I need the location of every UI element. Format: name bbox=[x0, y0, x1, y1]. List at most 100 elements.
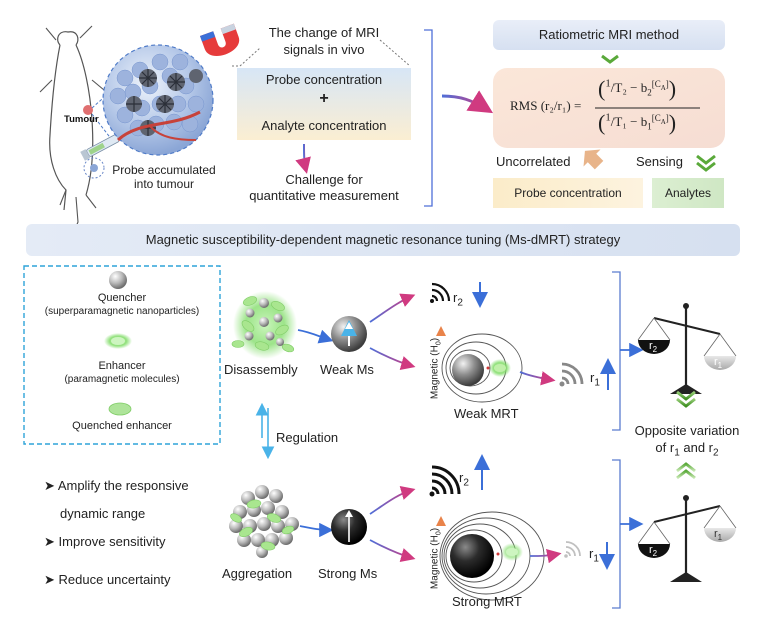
mri-change-heading-line1: The change of MRI bbox=[268, 25, 380, 40]
formula-den-sup: 1 bbox=[605, 111, 611, 124]
legend-enhancer-title: Enhancer bbox=[98, 360, 146, 372]
method-title-box bbox=[493, 20, 725, 50]
opposite-variation-line2: of r1 and r2 bbox=[655, 440, 719, 459]
magnetic-label-strong: Magnetic (H0) bbox=[429, 527, 443, 590]
chevron-down-icon bbox=[601, 54, 619, 64]
formula-num-b-sub: 2 bbox=[647, 87, 652, 98]
formula-num-sub: T₂ bbox=[614, 79, 627, 95]
opposite-variation-caption: Opposite variation of r1 and r2 bbox=[626, 422, 748, 462]
disassembly-cluster bbox=[231, 291, 297, 359]
legend-box bbox=[23, 265, 221, 445]
r1-label-weak: r1 bbox=[590, 370, 600, 389]
formula-num-b-sup-sub: A bbox=[660, 83, 666, 92]
formula-numerator: (1/T₂ − b2[CA]) bbox=[598, 76, 677, 101]
challenge-caption-line2: quantitative measurement bbox=[249, 188, 399, 203]
formula-den-b-sup: [C bbox=[651, 112, 661, 123]
balance-scale-lower-icon bbox=[637, 495, 737, 582]
method-title: Ratiometric MRI method bbox=[538, 27, 680, 42]
accumulated-caption-line2: into tumour bbox=[133, 177, 195, 191]
upper-bracket bbox=[612, 271, 621, 431]
legend-quencher-title: Quencher bbox=[97, 292, 147, 304]
benefits-list: ➤ Amplify the responsive dynamic range ➤… bbox=[44, 472, 189, 594]
disassembly-label: Disassembly bbox=[224, 362, 298, 377]
benefit-item: ➤ Amplify the responsive bbox=[44, 478, 189, 493]
legend-enhancer-desc: (paramagnetic molecules) bbox=[64, 374, 180, 385]
magnetic-label-weak: Magnetic (H0) bbox=[429, 337, 443, 400]
weak-mrt-sphere bbox=[452, 354, 484, 386]
regulation-label: Regulation bbox=[276, 430, 339, 445]
benefit-item: ➤ Improve sensitivity bbox=[44, 534, 166, 549]
challenge-caption-line1: Challenge for bbox=[285, 172, 363, 187]
analytes-label: Analytes bbox=[664, 186, 712, 200]
plus-sign: + bbox=[319, 90, 329, 107]
r2-signal-strong-icon bbox=[431, 465, 461, 495]
formula-num-sup: 1 bbox=[605, 77, 611, 90]
signal-factor-box bbox=[237, 68, 411, 140]
uncorrelated-label: Uncorrelated bbox=[496, 154, 571, 169]
balance-upper-r2: r2 bbox=[649, 340, 658, 355]
bullet-arrow-icon: ➤ bbox=[44, 572, 55, 587]
r2-label-strong: r2 bbox=[459, 470, 469, 489]
accumulated-caption: Probe accumulated into tumour bbox=[104, 163, 224, 191]
balance-lower-r1: r1 bbox=[714, 528, 723, 543]
r1-label-strong: r1 bbox=[589, 546, 599, 565]
mouse-illustration bbox=[39, 25, 105, 237]
magnet-icon bbox=[200, 23, 240, 56]
probe-concentration-text: Probe concentration bbox=[265, 72, 383, 87]
r2-signal-weak-icon bbox=[431, 282, 451, 302]
analytes-box bbox=[652, 178, 724, 208]
bullet-arrow-icon: ➤ bbox=[44, 478, 55, 493]
quenched-enhancer-icon bbox=[108, 402, 132, 416]
aggregation-label: Aggregation bbox=[222, 566, 293, 581]
probe-concentration-label: Probe concentration bbox=[514, 186, 622, 200]
formula-lhs: RMS (r₂/r₁) = bbox=[510, 98, 582, 113]
accumulated-caption-line1: Probe accumulated bbox=[112, 163, 216, 177]
legend-enhancer: Enhancer (paramagnetic molecules) bbox=[24, 360, 220, 386]
formula-den-b-sub: 1 bbox=[647, 121, 652, 132]
benefit-item: ➤ Reduce uncertainty bbox=[44, 572, 171, 587]
tumour-illustration bbox=[102, 44, 214, 156]
mri-change-heading: The change of MRI signals in vivo bbox=[240, 24, 408, 58]
strong-mrt-sphere bbox=[450, 534, 494, 578]
benefit-item-continued: dynamic range bbox=[60, 506, 146, 521]
formula-num-b: − b bbox=[630, 79, 648, 95]
legend-quenched-enhancer: Quenched enhancer bbox=[72, 420, 172, 432]
opposite-chevron-up-icon bbox=[676, 462, 696, 480]
balance-upper-r1: r1 bbox=[714, 356, 723, 371]
formula-den-b: − b bbox=[630, 113, 648, 129]
challenge-caption: Challenge for quantitative measurement bbox=[226, 172, 422, 204]
strategy-banner-bg bbox=[26, 224, 740, 256]
bullet-arrow-icon: ➤ bbox=[44, 534, 55, 549]
tumour-spot bbox=[83, 105, 93, 115]
opposite-chevron-down-icon bbox=[676, 390, 696, 408]
strong-ms-label: Strong Ms bbox=[318, 566, 378, 581]
strategy-banner: Magnetic susceptibility-dependent magnet… bbox=[145, 232, 621, 247]
weak-ms-label: Weak Ms bbox=[320, 362, 374, 377]
probe-concentration-box bbox=[493, 178, 643, 208]
opposite-variation-line1: Opposite variation bbox=[634, 423, 740, 438]
formula-den-b-sup-sub: A bbox=[660, 117, 666, 126]
legend-quencher-desc: (superparamagnetic nanoparticles) bbox=[44, 306, 200, 317]
tumour-label: Tumour bbox=[64, 114, 99, 125]
weak-mrt-label: Weak MRT bbox=[454, 406, 519, 421]
formula-num-b-sup-close: ] bbox=[665, 78, 669, 89]
strong-mrt-label: Strong MRT bbox=[452, 594, 522, 609]
r1-signal-weak-mrt-icon bbox=[561, 362, 584, 385]
r1-signal-strong-mrt-icon bbox=[565, 541, 581, 557]
formula-den-b-sup-close: ] bbox=[665, 112, 669, 123]
lower-bracket bbox=[612, 459, 621, 609]
analyte-concentration-text: Analyte concentration bbox=[261, 118, 387, 133]
mri-change-heading-line2: signals in vivo bbox=[283, 42, 365, 57]
sensing-chevron-icon bbox=[696, 154, 716, 172]
formula-den-sub: T₁ bbox=[614, 113, 627, 129]
aggregation-cluster bbox=[229, 485, 299, 558]
uncorrelated-arrow-icon bbox=[583, 149, 604, 170]
balance-lower-r2: r2 bbox=[649, 544, 658, 559]
formula-num-b-sup: [C bbox=[651, 78, 661, 89]
quencher-icon bbox=[109, 271, 127, 289]
r2-label-weak: r2 bbox=[453, 290, 463, 309]
legend-quencher: Quencher (superparamagnetic nanoparticle… bbox=[24, 292, 220, 318]
sensing-label: Sensing bbox=[636, 154, 683, 169]
